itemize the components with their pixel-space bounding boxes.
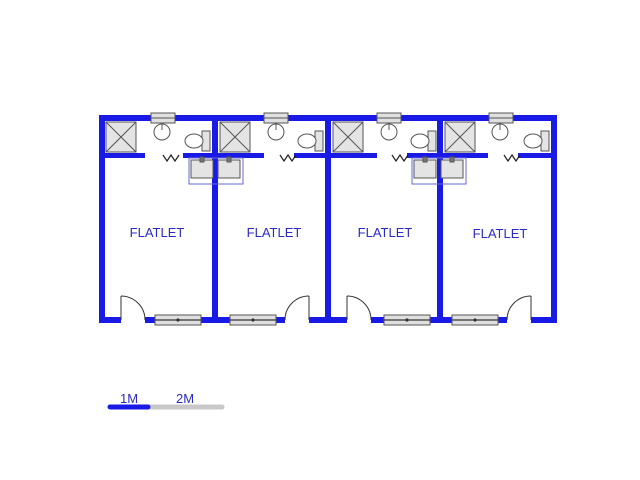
shower-icon: [219, 121, 251, 153]
toilets: [184, 130, 550, 152]
showers: [105, 121, 476, 153]
bath-wall: [407, 153, 488, 158]
bath-wall: [294, 153, 377, 158]
window-icon: [150, 112, 176, 124]
window-icon: [488, 112, 514, 124]
room-label-4: FLATLET: [473, 226, 528, 241]
walls: [99, 115, 557, 323]
window-icon: [263, 112, 289, 124]
toilet-icon: [523, 130, 550, 152]
window-icon: [154, 314, 202, 326]
sink-icon: [411, 156, 467, 185]
wall-left: [99, 115, 105, 323]
basin-icon: [491, 123, 509, 141]
doors: [120, 295, 532, 321]
window-icon: [451, 314, 499, 326]
room-label-1: FLATLET: [130, 225, 185, 240]
door-swing-icon: [346, 295, 372, 321]
shower-icon: [332, 121, 364, 153]
wall-bottom-seg: [371, 317, 507, 323]
toilet-icon: [184, 130, 211, 152]
toilet-icon: [410, 130, 437, 152]
sinks: [188, 156, 467, 185]
basin-icon: [267, 123, 285, 141]
wall-bottom-seg: [309, 317, 347, 323]
top-windows: [150, 112, 514, 124]
bath-door-marks: [162, 153, 521, 163]
door-swing-icon: [506, 295, 532, 321]
door-swing-icon: [120, 295, 146, 321]
scale-label-2m: 2M: [176, 391, 194, 406]
wall-bottom-seg: [99, 317, 121, 323]
bath-wall: [518, 153, 557, 158]
scale-label-1m: 1M: [120, 391, 138, 406]
wall-divider-2: [325, 115, 331, 323]
wall-divider-3: [437, 115, 443, 323]
wall-bottom-seg: [531, 317, 557, 323]
wall-divider-1: [212, 115, 218, 323]
wall-right: [551, 115, 557, 323]
basin-icon: [380, 123, 398, 141]
shower-icon: [105, 121, 137, 153]
basin-icon: [153, 123, 171, 141]
bath-wall: [183, 153, 264, 158]
toilet-icon: [297, 130, 324, 152]
basins: [153, 123, 509, 141]
sink-icon: [188, 156, 244, 185]
room-label-3: FLATLET: [358, 225, 413, 240]
room-label-2: FLATLET: [247, 225, 302, 240]
shower-icon: [444, 121, 476, 153]
door-swing-icon: [284, 295, 310, 321]
window-icon: [383, 314, 431, 326]
bottom-windows: [154, 314, 499, 326]
bath-wall: [99, 153, 145, 158]
window-icon: [376, 112, 402, 124]
scale-bar: 1M 2M: [107, 391, 225, 410]
window-icon: [229, 314, 277, 326]
